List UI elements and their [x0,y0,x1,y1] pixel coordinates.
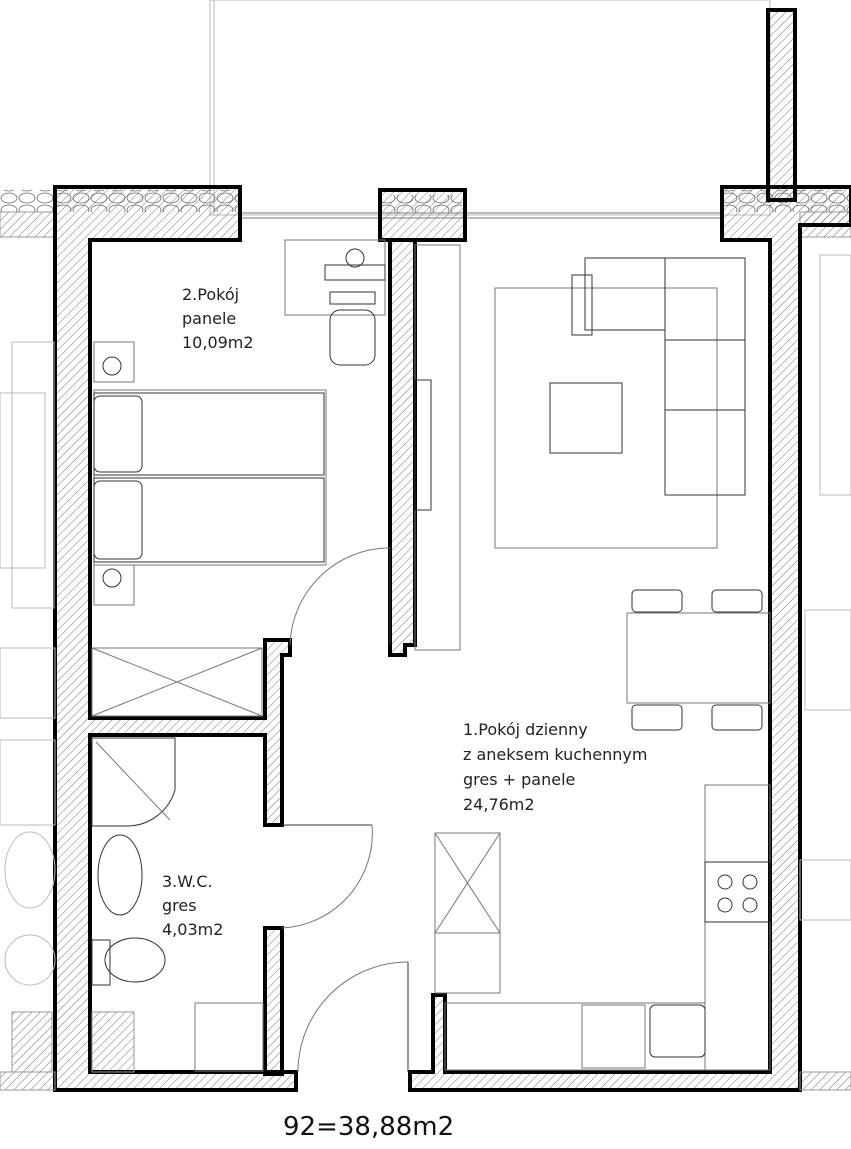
neighbour-furniture [0,254,851,1073]
room-finish: gres [162,896,197,915]
room-name: 1.Pokój dzienny [463,720,588,739]
room-subtitle: z aneksem kuchennym [463,745,647,764]
room-label-living: 1.Pokój dzienny z aneksem kuchennym gres… [463,720,647,814]
room-label-bedroom: 2.Pokój panele 10,09m2 [182,285,254,352]
doors [281,547,409,1073]
room-area: 4,03m2 [162,920,223,939]
balcony [209,0,771,219]
bathroom-fixtures [91,737,264,1073]
room-area: 10,09m2 [182,333,254,352]
room-finish: gres + panele [463,770,575,789]
bedroom-furniture [91,239,461,717]
living-furniture [434,257,771,1071]
room-finish: panele [182,309,236,328]
room-label-wc: 3.W.C. gres 4,03m2 [162,872,223,939]
room-name: 3.W.C. [162,872,213,891]
room-name: 2.Pokój [182,285,239,304]
room-area: 24,76m2 [463,795,535,814]
walls [0,8,851,1092]
total-area: 92=38,88m2 [283,1112,454,1142]
